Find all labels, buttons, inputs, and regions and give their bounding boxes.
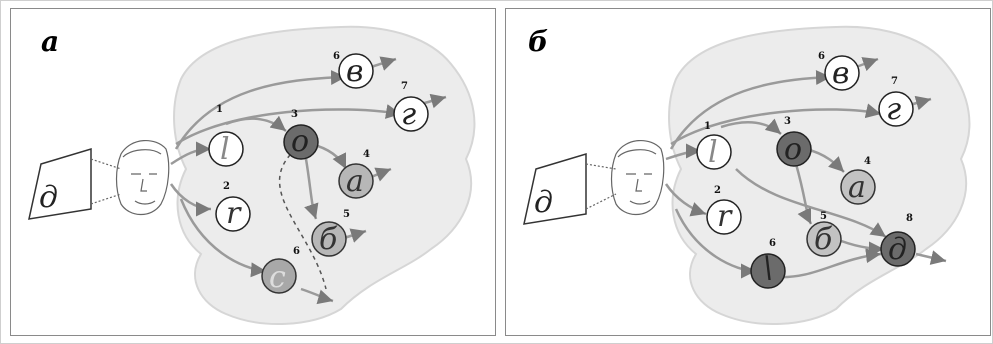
node-2: r 2 [215, 181, 251, 232]
svg-text:3: 3 [291, 109, 298, 120]
stimulus-letter: д [39, 180, 58, 215]
node-5: б 5 [806, 211, 842, 257]
svg-text:\: \ [763, 250, 773, 285]
svg-text:6: 6 [293, 246, 300, 257]
brain-silhouette [173, 25, 476, 325]
node-3: о 3 [283, 109, 319, 160]
svg-text:3: 3 [784, 116, 791, 127]
svg-text:7: 7 [401, 81, 408, 92]
svg-text:2: 2 [223, 181, 230, 192]
svg-text:r: r [226, 196, 242, 231]
panel-label: б [528, 25, 548, 58]
svg-text:6: 6 [769, 238, 776, 249]
stimulus-letter: д [534, 185, 553, 220]
svg-text:5: 5 [820, 211, 827, 222]
svg-text:о: о [291, 124, 309, 159]
svg-text:б: б [319, 222, 338, 257]
svg-text:2: 2 [714, 185, 721, 196]
node-6-top: в 6 [818, 51, 860, 91]
node-2: r 2 [706, 185, 742, 235]
node-7: г 7 [393, 81, 429, 132]
svg-text:1: 1 [216, 104, 223, 115]
svg-text:д: д [888, 232, 907, 267]
svg-text:г: г [886, 92, 901, 127]
node-1: l 1 [696, 121, 732, 170]
brain-silhouette [668, 25, 971, 325]
panel-a-diagram: д l [28, 25, 476, 325]
stimulus-card: д [523, 152, 587, 225]
svg-text:r: r [717, 199, 733, 234]
panel-a: д l [10, 8, 496, 336]
face-sketch-icon [90, 140, 170, 216]
svg-text:г: г [401, 97, 416, 132]
svg-text:1: 1 [704, 121, 711, 132]
svg-text:7: 7 [891, 76, 898, 87]
svg-text:в: в [832, 56, 849, 91]
svg-text:а: а [346, 164, 364, 199]
svg-text:l: l [708, 135, 718, 170]
svg-text:6: 6 [333, 51, 340, 62]
panel-b-diagram: д l [523, 25, 971, 325]
panel-label: а [41, 25, 59, 58]
face-sketch-icon [585, 140, 665, 216]
node-6: \ 6 [750, 238, 786, 289]
svg-text:с: с [269, 260, 286, 295]
node-7: г 7 [878, 76, 914, 127]
svg-text:в: в [346, 54, 363, 89]
svg-text:l: l [220, 132, 230, 167]
node-8: д 8 [880, 213, 916, 267]
node-6-top: в 6 [333, 51, 374, 89]
node-4: а 4 [338, 149, 374, 199]
svg-text:б: б [814, 222, 833, 257]
connections [169, 56, 447, 305]
node-6: с 6 [261, 246, 300, 295]
dashed-path [278, 148, 327, 290]
panel-b: д l [505, 8, 991, 336]
svg-text:8: 8 [906, 213, 913, 224]
node-4: а 4 [840, 156, 876, 205]
node-3: о 3 [776, 116, 812, 167]
svg-text:4: 4 [864, 156, 871, 167]
svg-text:а: а [848, 170, 866, 205]
node-1: l 1 [208, 104, 244, 167]
svg-text:4: 4 [363, 149, 370, 160]
svg-text:о: о [784, 132, 802, 167]
node-5: б 5 [311, 209, 350, 257]
svg-text:5: 5 [343, 209, 350, 220]
stimulus-card: д [28, 147, 92, 220]
svg-text:6: 6 [818, 51, 825, 62]
